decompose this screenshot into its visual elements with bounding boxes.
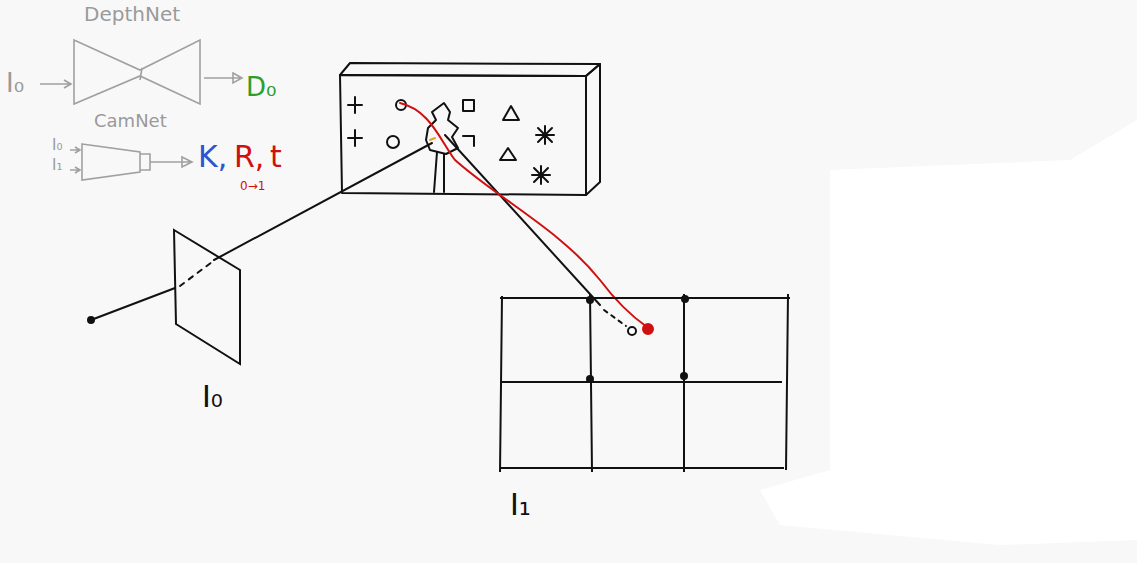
block-title: DepthNet: [84, 4, 180, 24]
block-title: I₁: [510, 490, 531, 520]
translation-label: t: [270, 142, 282, 172]
block-outline: [492, 290, 798, 534]
intrinsics-label: K,: [198, 142, 227, 172]
network-block: I₀: [160, 222, 260, 418]
network-block: DepthNet: [60, 0, 220, 110]
network-block: CamNet: [70, 108, 210, 188]
network-block: I₁: [492, 290, 798, 534]
block-title: CamNet: [94, 112, 167, 130]
input-label: I₀: [52, 138, 62, 153]
rotation-label: R,: [234, 142, 264, 172]
input-label: I₁: [52, 158, 62, 173]
block-title: I₀: [202, 382, 223, 412]
input-label: I₀: [6, 70, 24, 96]
subscript-label: 0→1: [240, 180, 265, 192]
output-label: D₀: [246, 74, 276, 100]
